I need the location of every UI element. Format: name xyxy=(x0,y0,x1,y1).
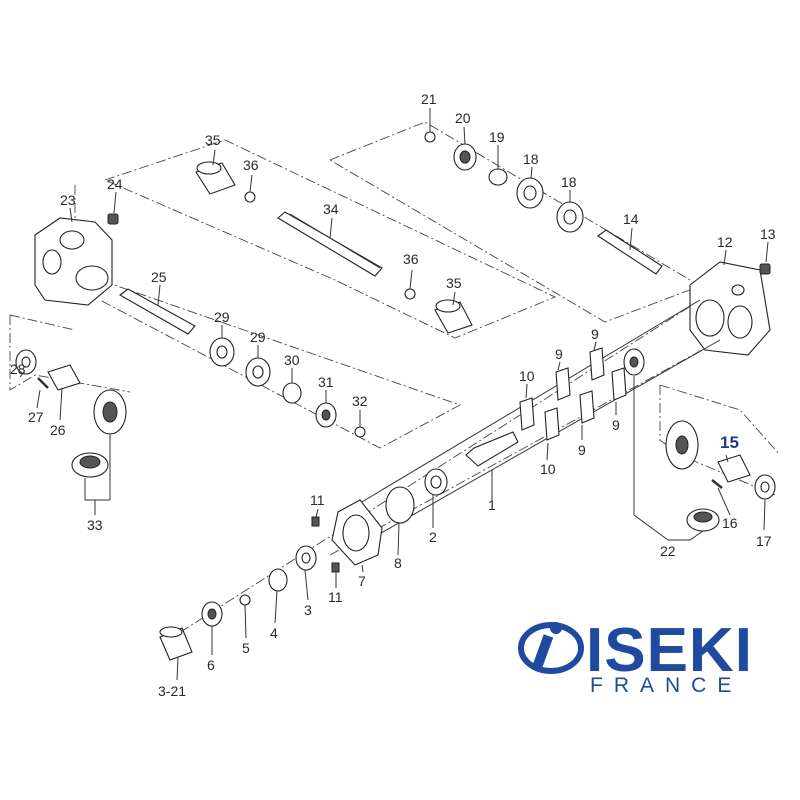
circlip-19 xyxy=(488,168,508,186)
bearing-29-b xyxy=(245,357,271,387)
label-21: 21 xyxy=(421,91,437,107)
label-26: 26 xyxy=(50,422,66,438)
sleeve-35-lower xyxy=(434,299,473,334)
gear-22-top xyxy=(665,420,699,470)
sleeve-3-21 xyxy=(159,626,193,661)
label-35-lower: 35 xyxy=(446,275,462,291)
flange-7 xyxy=(331,499,383,566)
bearing-18-a xyxy=(516,177,544,209)
label-3-21: 3-21 xyxy=(158,683,186,699)
label-19: 19 xyxy=(489,129,505,145)
shaft-34 xyxy=(277,211,383,277)
iseki-emblem-icon xyxy=(518,622,584,674)
seal-31 xyxy=(315,402,337,428)
sleeve-15 xyxy=(717,454,751,483)
label-2: 2 xyxy=(429,529,437,545)
label-29-b: 29 xyxy=(250,329,266,345)
brand-logo: ISEKI FRANCE xyxy=(518,616,753,697)
clip-36-upper xyxy=(244,191,256,203)
label-7: 7 xyxy=(358,573,366,589)
label-36-lower: 36 xyxy=(403,251,419,267)
shaft-1 xyxy=(465,431,519,467)
pin-27 xyxy=(37,377,49,389)
label-9-d: 9 xyxy=(612,417,620,433)
sleeve-35-upper xyxy=(195,161,236,195)
label-33: 33 xyxy=(87,517,103,533)
label-3: 3 xyxy=(304,602,312,618)
bearing-20 xyxy=(453,143,477,171)
clip-5 xyxy=(239,594,251,606)
label-31: 31 xyxy=(318,374,334,390)
label-23: 23 xyxy=(60,192,76,208)
label-27: 27 xyxy=(28,409,44,425)
bearing-3 xyxy=(295,545,317,571)
circlip-30 xyxy=(282,382,302,404)
label-13: 13 xyxy=(760,226,776,242)
label-1: 1 xyxy=(488,497,496,513)
shims xyxy=(519,347,627,441)
bearing-29-a xyxy=(209,337,235,367)
gear-22-tube xyxy=(623,348,645,376)
clip-32 xyxy=(354,426,366,438)
pin-16 xyxy=(711,479,723,489)
label-4: 4 xyxy=(270,625,278,641)
label-9-a: 9 xyxy=(555,346,563,362)
gearbox-housing-left xyxy=(34,217,113,306)
label-36-upper: 36 xyxy=(243,157,259,173)
brand-subtitle: FRANCE xyxy=(590,674,742,697)
label-6: 6 xyxy=(207,657,215,673)
o-ring-8 xyxy=(385,486,415,524)
bolt-11-b xyxy=(331,562,340,573)
label-29-a: 29 xyxy=(214,309,230,325)
gear-22-bottom xyxy=(686,508,720,532)
label-15: 15 xyxy=(720,433,739,452)
parts xyxy=(15,131,776,661)
label-11-a: 11 xyxy=(310,492,325,508)
clip-36-lower xyxy=(404,288,416,300)
bolt-13 xyxy=(759,263,771,275)
circlip-4 xyxy=(268,568,288,592)
leader-lines xyxy=(19,108,769,681)
sleeve-26 xyxy=(47,364,81,391)
shaft-25 xyxy=(119,288,196,335)
label-25: 25 xyxy=(151,269,167,285)
bolt-24 xyxy=(107,213,119,225)
bearing-28 xyxy=(15,349,37,375)
label-28: 28 xyxy=(10,361,26,377)
label-5: 5 xyxy=(242,640,250,656)
label-34: 34 xyxy=(323,201,339,217)
brand-name: ISEKI xyxy=(586,616,753,685)
part-labels: 35 36 34 36 35 21 20 19 18 18 14 12 13 2… xyxy=(10,91,776,699)
label-10-a: 10 xyxy=(519,368,535,384)
clip-21 xyxy=(424,131,436,143)
seal-6 xyxy=(201,601,223,627)
gearbox-housing-right xyxy=(689,261,771,356)
label-35-upper: 35 xyxy=(205,132,221,148)
bearing-17 xyxy=(754,474,776,500)
gear-33-bottom xyxy=(71,452,109,478)
label-30: 30 xyxy=(284,352,300,368)
label-18-a: 18 xyxy=(523,151,539,167)
label-16: 16 xyxy=(722,515,738,531)
label-17: 17 xyxy=(756,533,772,549)
label-32: 32 xyxy=(352,393,368,409)
bearing-18-b xyxy=(556,201,584,233)
label-12: 12 xyxy=(717,234,733,250)
shaft-14 xyxy=(597,229,663,275)
label-22: 22 xyxy=(660,543,676,559)
label-20: 20 xyxy=(455,110,471,126)
label-9-b: 9 xyxy=(578,442,586,458)
gear-33-top xyxy=(93,389,127,435)
label-10-b: 10 xyxy=(540,461,556,477)
label-8: 8 xyxy=(394,555,402,571)
label-14: 14 xyxy=(623,211,639,227)
label-18-b: 18 xyxy=(561,174,577,190)
bolt-11-a xyxy=(311,516,320,527)
label-24: 24 xyxy=(107,176,123,192)
label-11-b: 11 xyxy=(328,589,343,605)
bearing-2 xyxy=(424,468,448,496)
label-9-c: 9 xyxy=(591,326,599,342)
